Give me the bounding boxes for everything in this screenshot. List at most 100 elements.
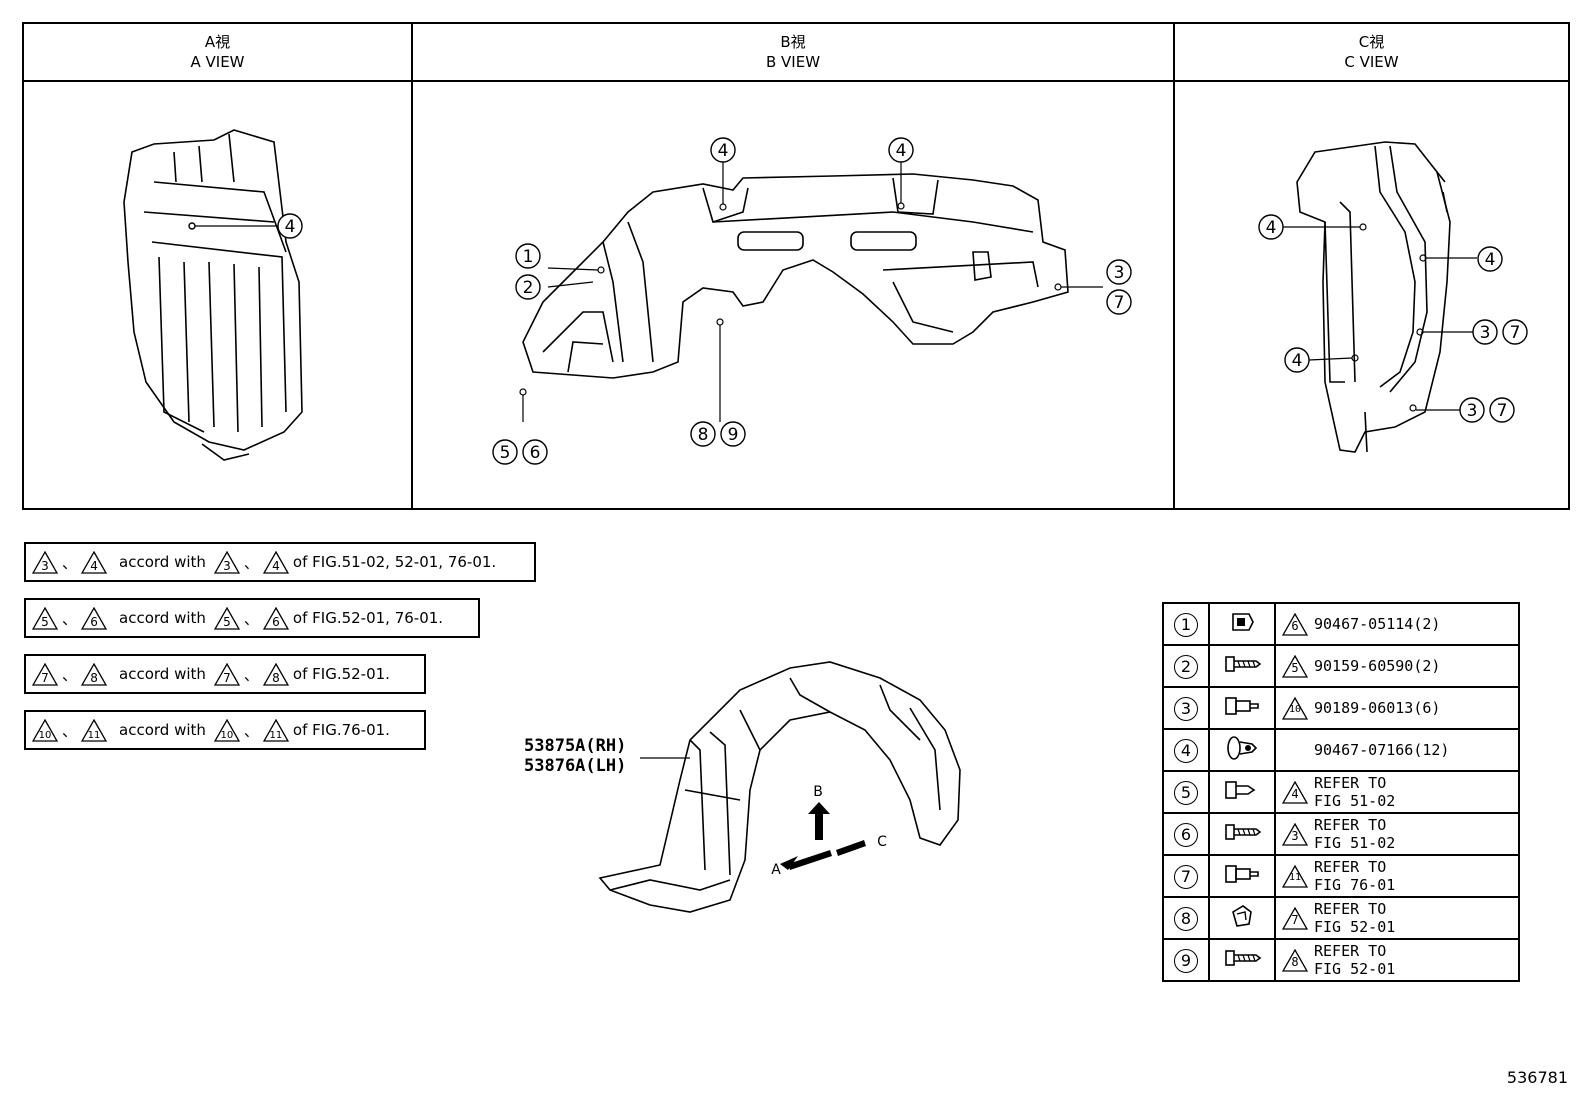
clip-nut-icon: [1225, 613, 1259, 640]
note-fig-ref: of FIG.76-01.: [292, 721, 390, 739]
part-line-1: REFER TO: [1314, 774, 1387, 792]
triangle-mark-icon: 11: [1282, 864, 1308, 888]
b-view-label-4b: 4: [896, 141, 907, 161]
separator: 、: [243, 721, 259, 740]
triangle-mark-icon: 5: [1282, 654, 1308, 678]
c-view-drawing: 4 4 4 3 7 3 7: [1258, 141, 1528, 453]
a-view-title-jp: A視: [204, 33, 231, 51]
c-view-label-3a: 3: [1480, 323, 1491, 343]
grommet-screw-icon: [1222, 697, 1262, 722]
b-view-header: B視 B VIEW: [413, 24, 1173, 82]
note-accord-text: accord with: [119, 609, 206, 627]
triangle-mark-icon: 6: [262, 606, 289, 630]
triangle-mark-icon: 7: [213, 662, 240, 686]
separator: 、: [62, 665, 78, 684]
part-line-1: REFER TO: [1314, 900, 1387, 918]
b-view-title-en: B VIEW: [765, 53, 821, 71]
note-accord-text: accord with: [119, 721, 206, 739]
arrow-a-label: A: [771, 862, 781, 878]
part-line-2: FIG 52-01: [1314, 918, 1396, 936]
part-picture: [1208, 686, 1276, 730]
arrow-a-icon: [780, 856, 798, 870]
b-view-label-5: 5: [500, 443, 511, 463]
part-picture: [1208, 938, 1276, 982]
b-view-label-9: 9: [728, 425, 739, 445]
part-picture: [1208, 854, 1276, 898]
triangle-mark-icon: 4: [1282, 780, 1308, 804]
note-2: 5 、 6 accord with 5 、 6 of FIG.52-01, 76…: [24, 598, 480, 638]
a-view-title-en: A VIEW: [190, 53, 245, 71]
triangle-mark-icon: 6: [81, 606, 108, 630]
a-view-label-4: 4: [285, 217, 296, 237]
c-view-label-3b: 3: [1467, 401, 1478, 421]
part-index: 7: [1162, 854, 1210, 898]
b-view-label-8: 8: [698, 425, 709, 445]
triangle-mark-icon: 11: [262, 718, 289, 742]
separator: 、: [62, 609, 78, 628]
c-view-header: C視 C VIEW: [1175, 24, 1568, 82]
part-picture: [1208, 644, 1276, 688]
note-accord-text: accord with: [119, 665, 206, 683]
triangle-mark-icon: 3: [1282, 822, 1308, 846]
triangle-mark-icon: 11: [81, 718, 108, 742]
arrow-c-label: C: [877, 834, 887, 850]
b-view-label-6: 6: [530, 443, 541, 463]
part-index: 1: [1162, 602, 1210, 646]
note-3: 7 、 8 accord with 7 、 8 of FIG.52-01.: [24, 654, 426, 694]
main-part-callout: 53875A(RH) 53876A(LH): [524, 736, 626, 776]
triangle-mark-icon: 10: [1282, 696, 1308, 720]
arrow-b-icon: [808, 802, 830, 840]
part-line-2: FIG 51-02: [1314, 792, 1396, 810]
triangle-mark-icon: 6: [1282, 612, 1308, 636]
part-index: 6: [1162, 812, 1210, 856]
triangle-mark-icon: 10: [213, 718, 240, 742]
part-picture: [1208, 770, 1276, 814]
note-4: 10 、 11 accord with 10 、 11 of FIG.76-01…: [24, 710, 426, 750]
note-1: 3 、 4 accord with 3 、 4 of FIG.51-02, 52…: [24, 542, 536, 582]
part-line-1: REFER TO: [1314, 816, 1387, 834]
part-number-rh: 53875A(RH): [524, 736, 627, 756]
triangle-mark-icon: 5: [213, 606, 240, 630]
part-index: 2: [1162, 644, 1210, 688]
triangle-mark-icon: 8: [81, 662, 108, 686]
part-picture: [1208, 728, 1276, 772]
triangle-mark-icon: 10: [32, 718, 58, 742]
part-line-2: FIG 51-02: [1314, 834, 1396, 852]
part-line-1: 90467-07166(12): [1314, 741, 1450, 759]
part-index: 5: [1162, 770, 1210, 814]
b-view-drawing: 4 4 1 2 3 7 8 9 5 6: [492, 137, 1132, 465]
part-index: 9: [1162, 938, 1210, 982]
triangle-mark-icon: 4: [81, 550, 108, 574]
triangle-mark-icon: 4: [262, 550, 289, 574]
parts-row: 1 6 90467-05114(2): [1162, 602, 1520, 646]
part-line-1: REFER TO: [1314, 942, 1387, 960]
c-view-title-jp: C視: [1358, 33, 1385, 51]
c-view-label-4b: 4: [1485, 250, 1496, 270]
b-view-label-3: 3: [1114, 263, 1125, 283]
part-description: 90467-07166(12): [1274, 728, 1520, 772]
arrow-b-label: B: [813, 784, 823, 800]
arrow-a-body: [788, 850, 832, 870]
triangle-mark-icon: 7: [1282, 906, 1308, 930]
note-fig-ref: of FIG.52-01, 76-01.: [292, 609, 444, 627]
part-picture: [1208, 602, 1276, 646]
triangle-mark-icon: 3: [213, 550, 240, 574]
a-view-drawing: 4: [123, 129, 303, 461]
triangle-mark-icon: 7: [32, 662, 58, 686]
clip-icon: [1222, 781, 1262, 806]
part-line-1: 90467-05114(2): [1314, 615, 1441, 633]
b-view-label-2: 2: [523, 278, 534, 298]
triangle-mark-icon: 8: [1282, 948, 1308, 972]
part-index: 3: [1162, 686, 1210, 730]
screw-icon: [1222, 656, 1262, 680]
fender-liner-drawing: B A C: [598, 661, 961, 913]
part-number-lh: 53876A(LH): [524, 756, 627, 776]
